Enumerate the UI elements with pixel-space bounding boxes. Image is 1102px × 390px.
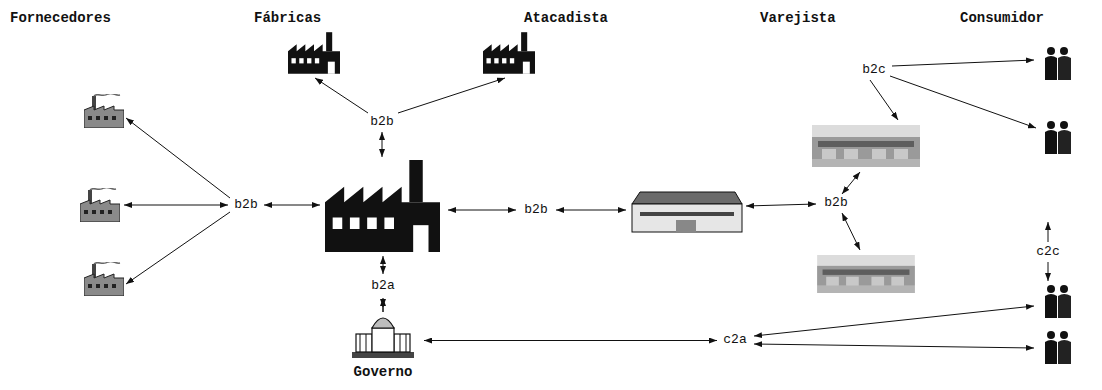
wire: [842, 172, 860, 194]
wire: [746, 204, 816, 206]
relation-junction: c2c: [1033, 244, 1063, 261]
relation-junction: b2b: [521, 202, 551, 219]
factory-icon: [483, 32, 535, 74]
column-heading: Varejista: [760, 10, 836, 26]
wholesaler-roof: [632, 192, 742, 204]
relation-junction: b2c: [859, 62, 889, 79]
column-heading: Consumidor: [960, 10, 1044, 26]
wire: [448, 210, 516, 211]
relation-label: b2b: [367, 114, 397, 129]
wholesaler-window: [640, 212, 734, 216]
wholesaler-door: [676, 220, 696, 232]
wire: [398, 78, 505, 113]
wire: [842, 213, 860, 250]
wire: [1048, 222, 1049, 242]
relation-label: b2b: [821, 195, 851, 210]
consumer-icon: [1045, 121, 1071, 154]
consumer-icon: [1045, 47, 1071, 80]
wire: [315, 78, 368, 113]
relation-junction: b2a: [368, 278, 398, 295]
wire: [556, 210, 626, 211]
wire: [264, 205, 320, 206]
wire: [124, 205, 228, 206]
relation-label: c2c: [1033, 244, 1063, 259]
column-heading: Atacadista: [524, 10, 608, 26]
supplier-factory: [84, 93, 124, 128]
relation-junction: b2b: [231, 197, 261, 214]
relation-junction: b2b: [821, 195, 851, 212]
wholesaler-building: [632, 204, 742, 232]
capitol-icon: [352, 304, 414, 358]
main-factory-icon: [325, 160, 440, 252]
flow-wires: [124, 60, 1048, 348]
supplier-factory: [80, 187, 120, 222]
capitol-center: [372, 328, 394, 352]
wire: [892, 60, 1034, 66]
capitol-dome: [372, 318, 394, 328]
relation-junction: b2b: [367, 114, 397, 131]
wire: [383, 256, 384, 274]
retailer-photo: [817, 255, 915, 293]
wire: [126, 212, 230, 284]
wire: [754, 344, 1034, 348]
relation-junction: c2a: [720, 332, 750, 349]
column-heading: Fábricas: [254, 10, 321, 26]
consumer-icon: [1045, 331, 1071, 364]
wire: [890, 76, 1036, 128]
relation-label: b2a: [368, 278, 398, 293]
wire: [382, 132, 383, 157]
supplier-factory: [84, 261, 124, 296]
relation-label: b2b: [231, 197, 261, 212]
relation-connector: [424, 340, 717, 341]
relation-label: c2a: [720, 332, 750, 347]
column-heading: Fornecedores: [10, 10, 111, 26]
wire: [126, 118, 230, 198]
wire: [1048, 262, 1049, 281]
government-node: Governo: [345, 310, 421, 380]
capitol-step: [352, 352, 414, 358]
wire: [754, 306, 1034, 336]
retailer-photo: [812, 125, 920, 167]
factory-icon: [288, 32, 340, 74]
consumer-icon: [1045, 285, 1071, 318]
wire: [870, 80, 898, 120]
relation-label: b2c: [859, 62, 889, 77]
relation-label: b2b: [521, 202, 551, 217]
node-label: Governo: [352, 365, 415, 380]
relation-connector: [383, 298, 384, 307]
